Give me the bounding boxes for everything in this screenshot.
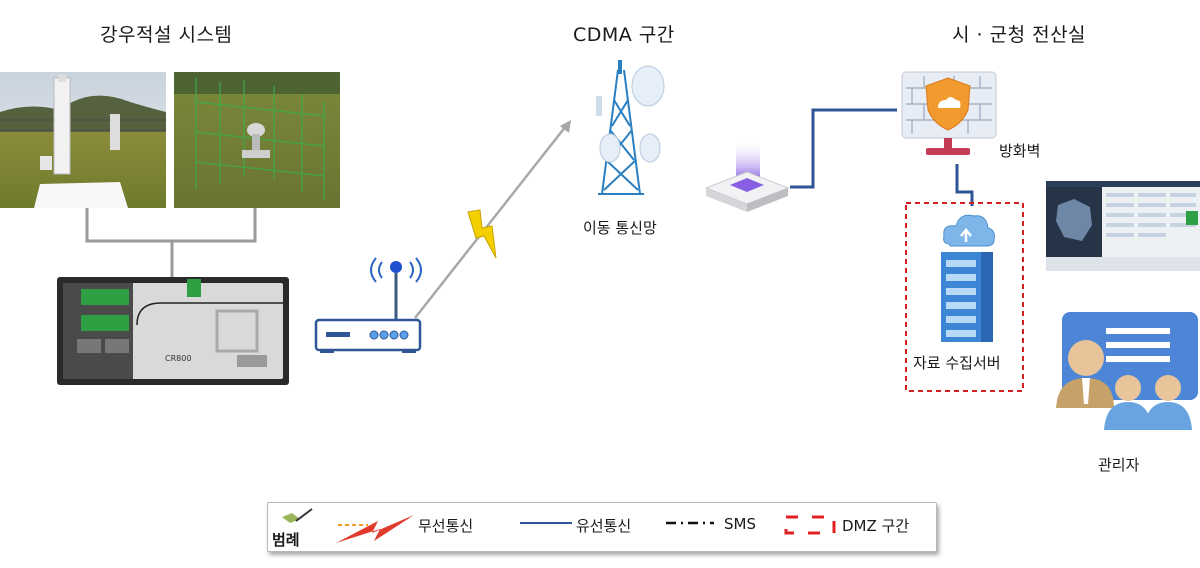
wireless-arrow-head bbox=[560, 120, 571, 133]
legend-dmz-label: DMZ 구간 bbox=[842, 517, 910, 535]
firewall-icon bbox=[901, 71, 997, 155]
wireless-link-arrow bbox=[414, 125, 567, 319]
sensor-wiring bbox=[85, 206, 257, 280]
legend-box: 범례 무선통신 유선통신 SMS DMZ 구간 bbox=[267, 502, 937, 552]
wired-link bbox=[790, 108, 974, 206]
mobile-network-label: 이동 통신망 bbox=[583, 219, 657, 237]
legend-wireless-label: 무선통신 bbox=[418, 517, 474, 535]
firewall-label: 방화벽 bbox=[999, 142, 1041, 160]
legend-title: 범례 bbox=[272, 531, 300, 549]
legend-dmz-symbol bbox=[784, 515, 836, 535]
legend-sms-symbol bbox=[666, 521, 714, 525]
manager-label: 관리자 bbox=[1098, 456, 1140, 474]
section-title-city-room: 시 · 군청 전산실 bbox=[952, 24, 1087, 46]
legend-wireless-symbol bbox=[336, 515, 414, 543]
dmz-zone-box bbox=[905, 202, 1024, 392]
legend-pencil-icon bbox=[282, 508, 313, 523]
cell-tower-icon bbox=[596, 60, 665, 195]
server-icon bbox=[941, 214, 995, 342]
lightning-bolt-icon bbox=[467, 209, 497, 259]
manager-icon bbox=[1056, 312, 1198, 430]
gateway-platform-icon bbox=[704, 138, 790, 212]
legend-wired-label: 유선통신 bbox=[576, 517, 632, 535]
monitoring-dashboard-image bbox=[1046, 181, 1200, 271]
section-title-cdma: CDMA 구간 bbox=[573, 24, 675, 46]
snow-gauge-photo bbox=[174, 72, 340, 208]
data-server-label: 자료 수집서버 bbox=[913, 354, 1001, 372]
legend-wired-symbol bbox=[520, 522, 572, 524]
section-title-rain-snow: 강우적설 시스템 bbox=[100, 24, 233, 46]
data-logger-device: CR800 bbox=[57, 277, 289, 385]
logger-model-label: CR800 bbox=[165, 354, 191, 363]
legend-sms-label: SMS bbox=[724, 515, 756, 533]
antenna-signal-icon bbox=[390, 261, 402, 273]
rain-gauge-photo bbox=[0, 72, 166, 208]
wireless-modem bbox=[314, 257, 422, 353]
